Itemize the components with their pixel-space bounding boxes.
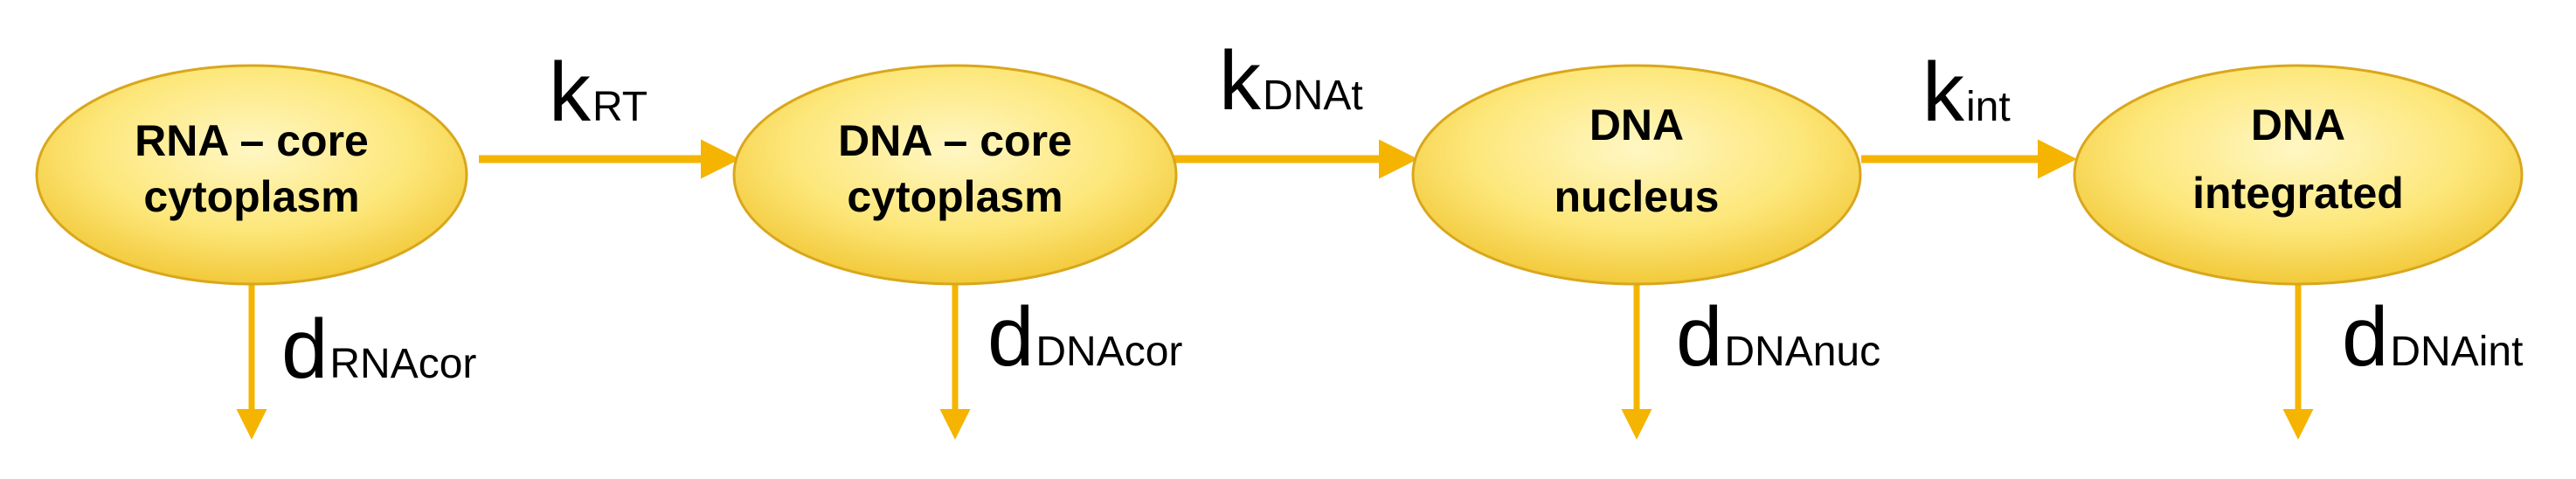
node-label-line2: nucleus <box>1555 172 1720 221</box>
rate-label-k-dnat: kDNAt <box>1219 34 1363 128</box>
node-rna-core-cytoplasm: RNA – core cytoplasm <box>35 64 468 286</box>
node-dna-integrated: DNA integrated <box>2073 64 2524 286</box>
node-ellipse <box>732 64 1178 286</box>
rate-label-d-dnacor: dDNAcor <box>987 290 1182 384</box>
node-label-line1: DNA – core <box>838 116 1072 165</box>
node-ellipse <box>35 64 468 286</box>
node-label-line1: DNA <box>1589 101 1684 149</box>
node-label-line1: DNA <box>2251 101 2345 149</box>
rate-label-k-int: kint <box>1922 45 2011 139</box>
node-ellipse <box>1411 64 1862 286</box>
rate-label-d-dnanuc: dDNAnuc <box>1676 290 1880 384</box>
rate-label-k-rt: kRT <box>549 45 647 139</box>
node-label-line2: cytoplasm <box>143 172 359 221</box>
degradation-arrows <box>236 271 2314 440</box>
node-dna-nucleus: DNA nucleus <box>1411 64 1862 286</box>
node-label-line2: cytoplasm <box>847 172 1063 221</box>
node-label-line2: integrated <box>2192 169 2404 218</box>
node-ellipse <box>2073 64 2524 286</box>
node-dna-core-cytoplasm: DNA – core cytoplasm <box>732 64 1178 286</box>
rate-label-d-dnaint: dDNAint <box>2342 290 2523 384</box>
node-label-line1: RNA – core <box>135 116 369 165</box>
rate-label-d-rnacor: dRNAcor <box>281 302 476 396</box>
